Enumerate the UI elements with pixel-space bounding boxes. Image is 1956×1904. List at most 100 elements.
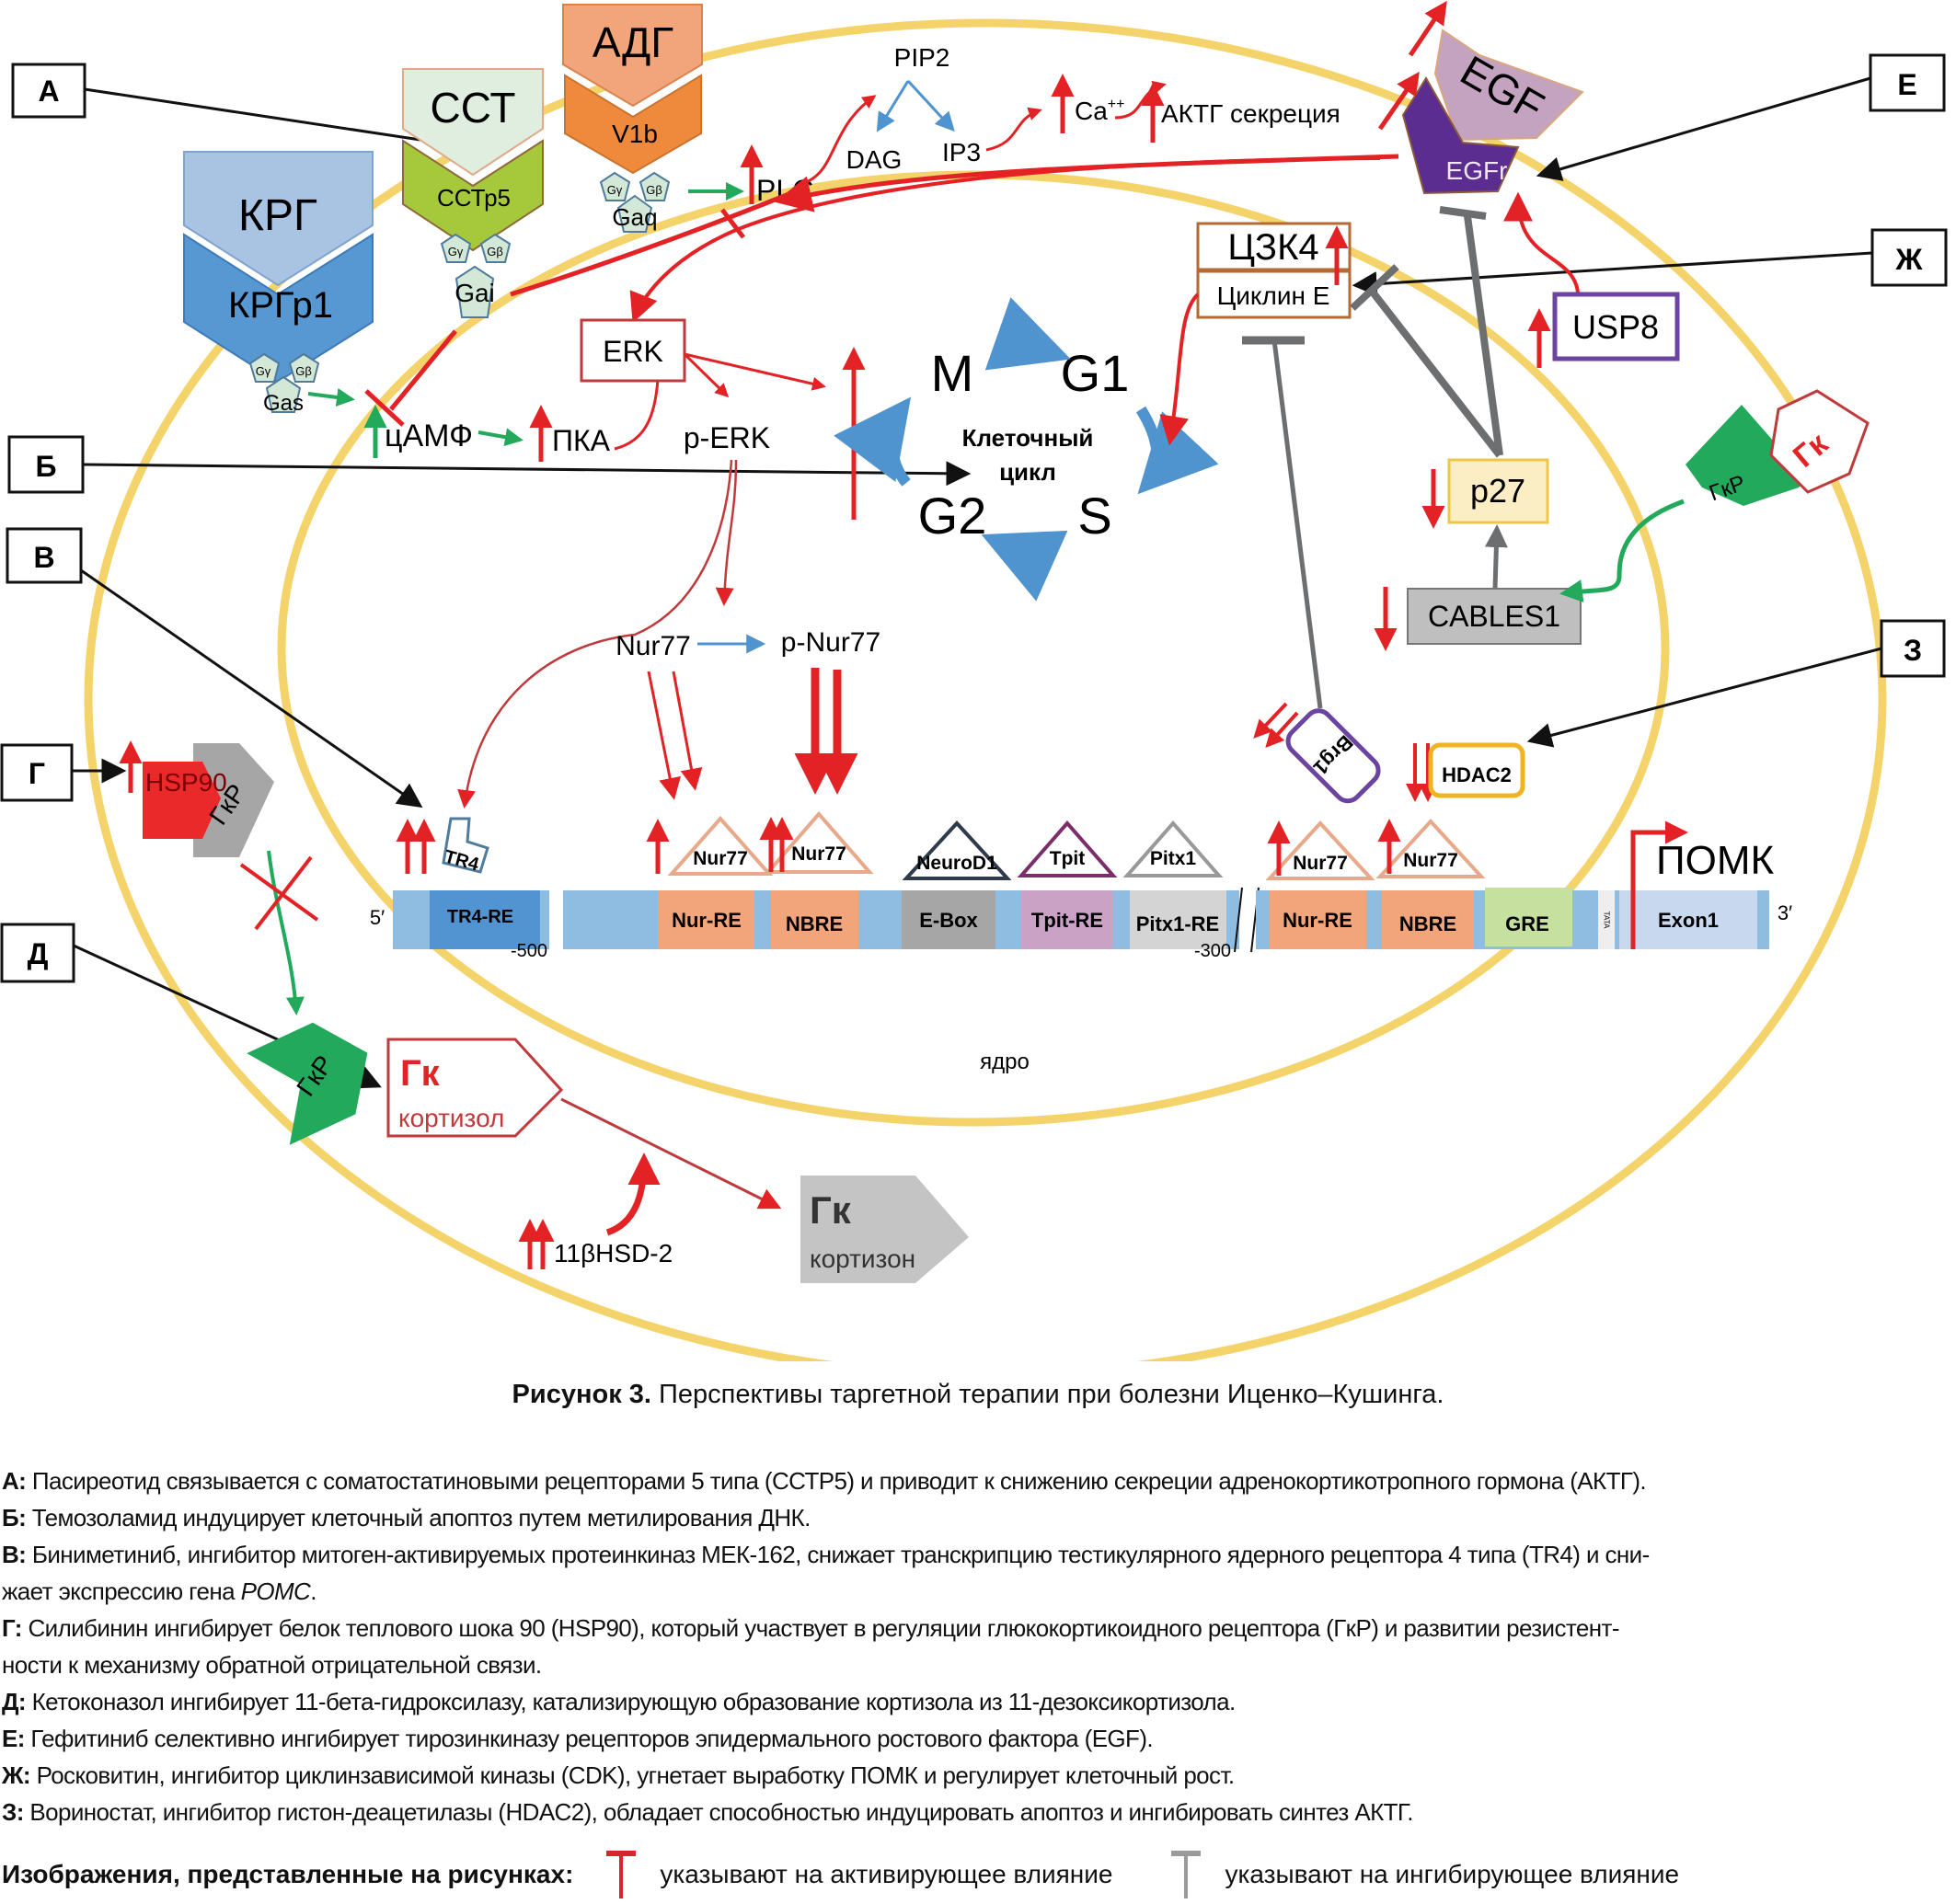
egfr-to-erk-arrow: [629, 156, 1381, 323]
brg1-box: Brg1: [1285, 708, 1381, 804]
p27-box: p27: [1447, 458, 1549, 524]
svg-text:Б: Б: [36, 450, 57, 483]
svg-text:E-Box: E-Box: [919, 909, 978, 932]
svg-text:Tpit: Tpit: [1050, 848, 1085, 869]
usp8-box: USP8: [1552, 292, 1680, 361]
sst-receptor-complex: ССТ ССТр5 Gγ Gβ Gai: [402, 68, 544, 318]
figure-caption: Рисунок 3. Перспективы таргетной терапии…: [0, 1380, 1956, 1410]
erk-to-cycle-arrow: [684, 352, 826, 391]
tf-nur77-1: Nur77: [667, 815, 774, 876]
callout-d[interactable]: Д: [0, 923, 75, 983]
svg-text:Nur77: Nur77: [791, 843, 846, 865]
erk-box: ERK: [580, 318, 686, 383]
svg-text:З: З: [1904, 634, 1922, 667]
tf-pitx1: Pitx1: [1122, 820, 1224, 877]
svg-text:-300: -300: [1194, 941, 1231, 961]
hsp90-gr-complex: HSP90 ГкР: [143, 743, 274, 857]
svg-text:кортизол: кортизол: [398, 1104, 504, 1132]
svg-text:В: В: [33, 541, 54, 574]
gr-to-cables1-arrow: [1559, 499, 1685, 602]
hdac2-box: HDAC2: [1428, 742, 1525, 798]
dag-label: DAG: [846, 145, 903, 174]
svg-text:Gβ: Gβ: [487, 245, 503, 258]
cycle-arrow-g1-s: [1135, 406, 1219, 495]
p27-inhibits-cyclin-line: [1367, 287, 1503, 458]
svg-text:M: M: [931, 344, 974, 402]
svg-text:Gβ: Gβ: [646, 183, 662, 197]
cables1-to-p27-arrow: [1484, 524, 1508, 590]
svg-text:Гк: Гк: [810, 1188, 852, 1232]
svg-text:S: S: [1077, 487, 1111, 545]
callout-e[interactable]: Е: [1869, 53, 1946, 112]
erk-to-perk-arrow: [683, 352, 730, 398]
svg-text:NBRE: NBRE: [1399, 912, 1456, 935]
cycle-arrow-s-g2: [981, 530, 1068, 602]
inhibiting-symbol-icon: [1168, 1851, 1204, 1898]
svg-text:КРГ: КРГ: [238, 191, 317, 240]
gk-cortisol-box: Гк кортизол: [386, 1038, 564, 1138]
pomc-gene-label: ПОМК: [1656, 838, 1775, 883]
svg-text:NeuroD1: NeuroD1: [916, 853, 997, 874]
pip2-to-ip3-arrow: [906, 79, 955, 132]
camp-to-pka-arrow: [477, 428, 524, 447]
cyclin-inhibition-bar-2: [1350, 264, 1399, 311]
adg-receptor-complex: АДГ V1b Gγ Gβ Gaq: [562, 4, 703, 233]
svg-text:Ж: Ж: [1895, 243, 1924, 276]
svg-text:ERK: ERK: [603, 335, 663, 368]
acth-secretion-label: АКТГ секреция: [1161, 99, 1340, 128]
svg-text:G2: G2: [918, 487, 987, 545]
svg-text:КРГр1: КРГр1: [228, 285, 333, 326]
activating-symbol-icon: [603, 1851, 639, 1898]
tf-nur77-4: Nur77: [1375, 819, 1486, 878]
callout-v-pointer: [80, 568, 423, 809]
gk-cortisone-box: Гк кортизон: [800, 1176, 969, 1283]
callout-z[interactable]: З: [1880, 619, 1946, 678]
tf-tpit: Tpit: [1017, 820, 1118, 877]
callout-b-pointer: [82, 461, 972, 487]
callout-a-pointer: [84, 87, 475, 157]
callout-e-pointer: [1536, 76, 1871, 181]
note-v-cont: жает экспрессию гена POMC.: [2, 1577, 316, 1605]
svg-text:Nur-RE: Nur-RE: [1283, 909, 1352, 932]
legend-inhibiting: указывают на ингибирующее влияние: [1225, 1860, 1680, 1888]
camp-label: цАМФ: [385, 419, 473, 453]
svg-text:V1b: V1b: [612, 120, 658, 148]
callout-g[interactable]: Г: [0, 743, 74, 802]
cycle-arrow-m-g1: [984, 297, 1071, 371]
callout-v[interactable]: В: [6, 527, 83, 584]
cdk4-cyclin-e-complex: ЦЗК4 Циклин Е: [1196, 222, 1352, 319]
svg-text:Циклин Е: Циклин Е: [1217, 281, 1330, 310]
svg-text:USP8: USP8: [1572, 308, 1659, 346]
tf-nur77-2: Nur77: [764, 810, 874, 874]
svg-text:Г: Г: [29, 757, 45, 790]
callout-b[interactable]: Б: [7, 435, 85, 494]
note-g-cont: ности к механизму обратной отрицательной…: [2, 1651, 542, 1679]
svg-text:ССТ: ССТ: [430, 84, 515, 132]
cycle-arrow-g2-m: [834, 396, 912, 487]
ip3-to-ca-arrow: [985, 107, 1042, 152]
svg-text:Nur77: Nur77: [1403, 850, 1458, 871]
cell-membrane: [84, 18, 1887, 1361]
svg-text:Exon1: Exon1: [1658, 909, 1719, 932]
svg-text:Gγ: Gγ: [256, 364, 271, 378]
note-v: В: Биниметиниб, ингибитор митоген-активи…: [2, 1541, 1650, 1568]
svg-text:Gaq: Gaq: [612, 203, 657, 231]
callout-zh[interactable]: Ж: [1870, 228, 1948, 287]
gai-inhibits-plc-line: [510, 190, 792, 297]
hsd-arrow: [605, 1153, 661, 1236]
brg1-down-arrow-1: [1253, 702, 1288, 739]
svg-text:NBRE: NBRE: [786, 912, 843, 935]
ca-label: Ca++: [1075, 97, 1124, 125]
cyclin-to-cycle-arrow: [1159, 292, 1200, 446]
svg-text:p27: p27: [1470, 472, 1525, 510]
pnur77-label: p-Nur77: [781, 627, 880, 658]
callout-a[interactable]: А: [11, 63, 86, 119]
svg-text:ЦЗК4: ЦЗК4: [1227, 227, 1318, 268]
tf-nur77-3: Nur77: [1265, 820, 1375, 880]
brg1-down-arrow-2: [1265, 711, 1299, 748]
cortisol-to-cortisone-arrow: [560, 1097, 782, 1210]
legend-lead: Изображения, представленные на рисунках:: [2, 1860, 574, 1888]
nur77-down-arrow-2: [672, 671, 703, 791]
svg-text:цикл: цикл: [999, 458, 1056, 486]
tr4-factor: TR4: [442, 817, 489, 876]
